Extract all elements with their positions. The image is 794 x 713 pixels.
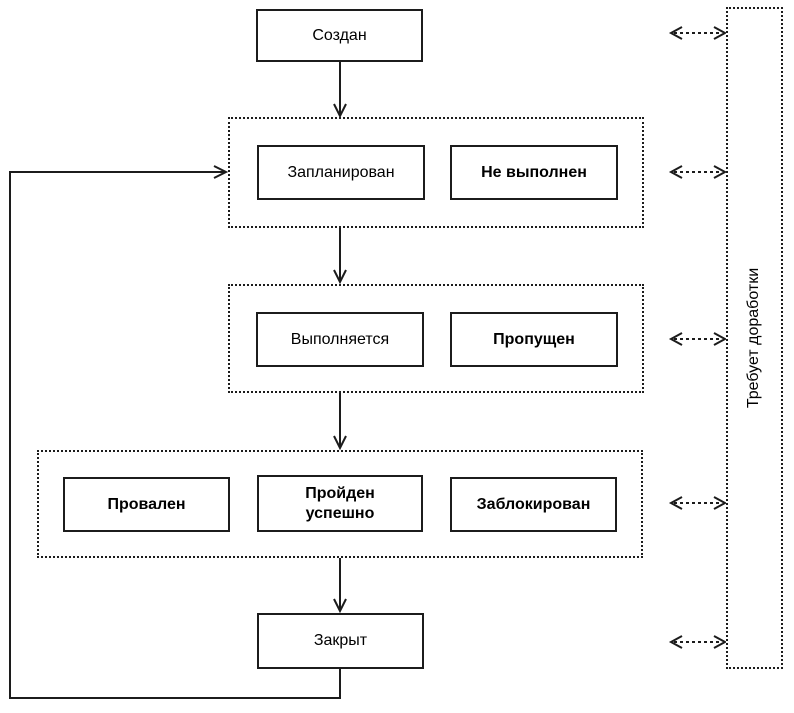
state-blocked-label: Заблокирован [476,495,591,513]
state-requires-rework-label: Требует доработки [745,267,763,409]
state-failed: Провален [63,477,230,532]
dashed-arrow-closed-rework [668,635,728,649]
state-created: Создан [256,9,423,62]
state-planned: Запланирован [257,145,425,200]
arrow-scheduled-to-running [333,228,347,285]
state-not-executed: Не выполнен [450,145,618,200]
state-planned-label: Запланирован [287,163,395,181]
state-passed: Пройден успешно [257,475,423,532]
state-closed: Закрыт [257,613,424,669]
state-passed-label: Пройден успешно [305,484,375,522]
state-in-progress: Выполняется [256,312,424,367]
state-requires-rework: Требует доработки [726,7,783,669]
dashed-arrow-result-rework [668,496,728,510]
state-in-progress-label: Выполняется [290,330,390,348]
state-closed-label: Закрыт [313,632,368,649]
arrow-created-to-scheduled [333,62,347,119]
state-created-label: Создан [312,26,367,44]
state-skipped: Пропущен [450,312,618,367]
state-failed-label: Провален [107,495,186,513]
dashed-arrow-running-rework [668,332,728,346]
state-blocked: Заблокирован [450,477,617,532]
arrow-running-to-result [333,393,347,451]
dashed-arrow-created-rework [668,26,728,40]
state-skipped-label: Пропущен [493,330,575,348]
arrow-result-to-closed [333,558,347,614]
dashed-arrow-scheduled-rework [668,165,728,179]
state-not-executed-label: Не выполнен [481,163,587,181]
